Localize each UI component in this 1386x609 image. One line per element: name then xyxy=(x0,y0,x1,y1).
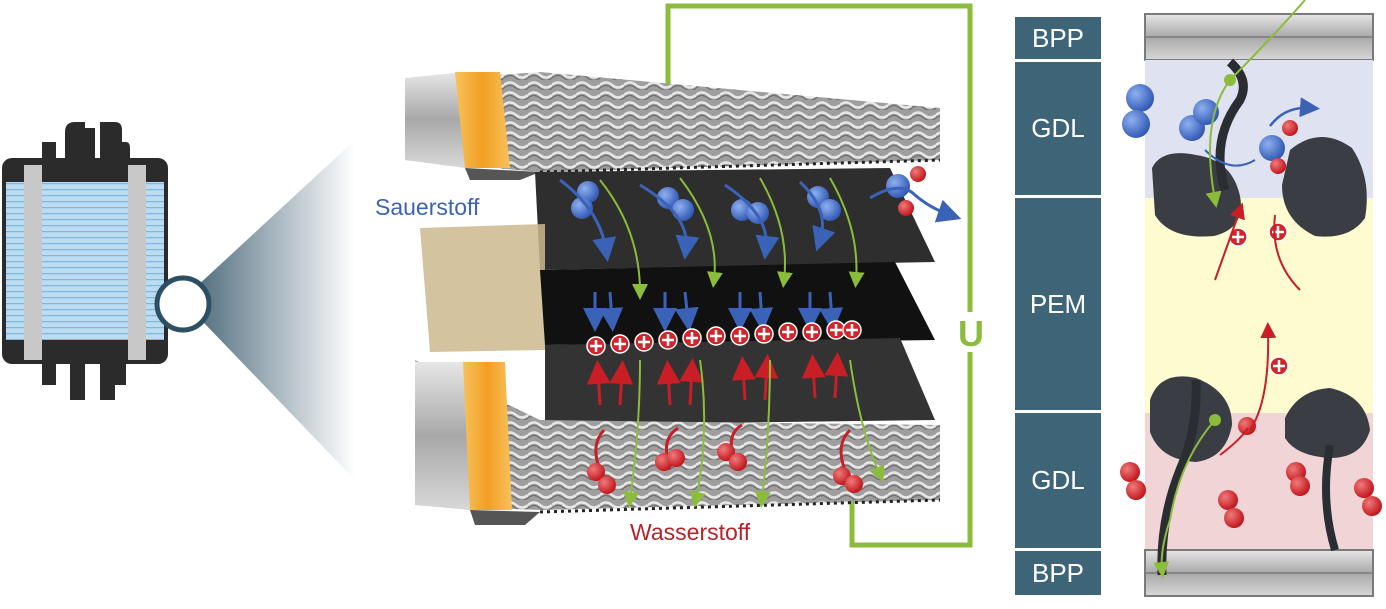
layer-label-gdl-bottom: GDL xyxy=(1031,465,1085,495)
electron-circuit xyxy=(665,3,973,548)
zoom-circle xyxy=(154,275,212,333)
hydrogen-label: Wasserstoff xyxy=(630,519,751,545)
bpp-bottom-plate xyxy=(415,360,941,525)
hydrogen-molecule-icon xyxy=(587,443,863,494)
cross-section-panel xyxy=(1120,0,1382,597)
layer-label-gdl-top: GDL xyxy=(1031,113,1085,143)
proton-row xyxy=(586,320,862,356)
zoom-beam xyxy=(182,140,355,480)
voltage-label: U xyxy=(958,313,984,354)
bpp-top-plate xyxy=(405,72,941,180)
layer-label-pem: PEM xyxy=(1029,288,1087,319)
pem-sheet xyxy=(420,224,545,352)
electron-icon xyxy=(1224,74,1236,86)
fuel-cell-stack-icon xyxy=(2,122,168,400)
layer-label-bpp-bottom: BPP xyxy=(1031,557,1085,588)
oxygen-label: Sauerstoff xyxy=(375,194,480,220)
layer-label-bpp-top: BPP xyxy=(1031,22,1085,53)
voltage-label-bg xyxy=(955,312,987,352)
